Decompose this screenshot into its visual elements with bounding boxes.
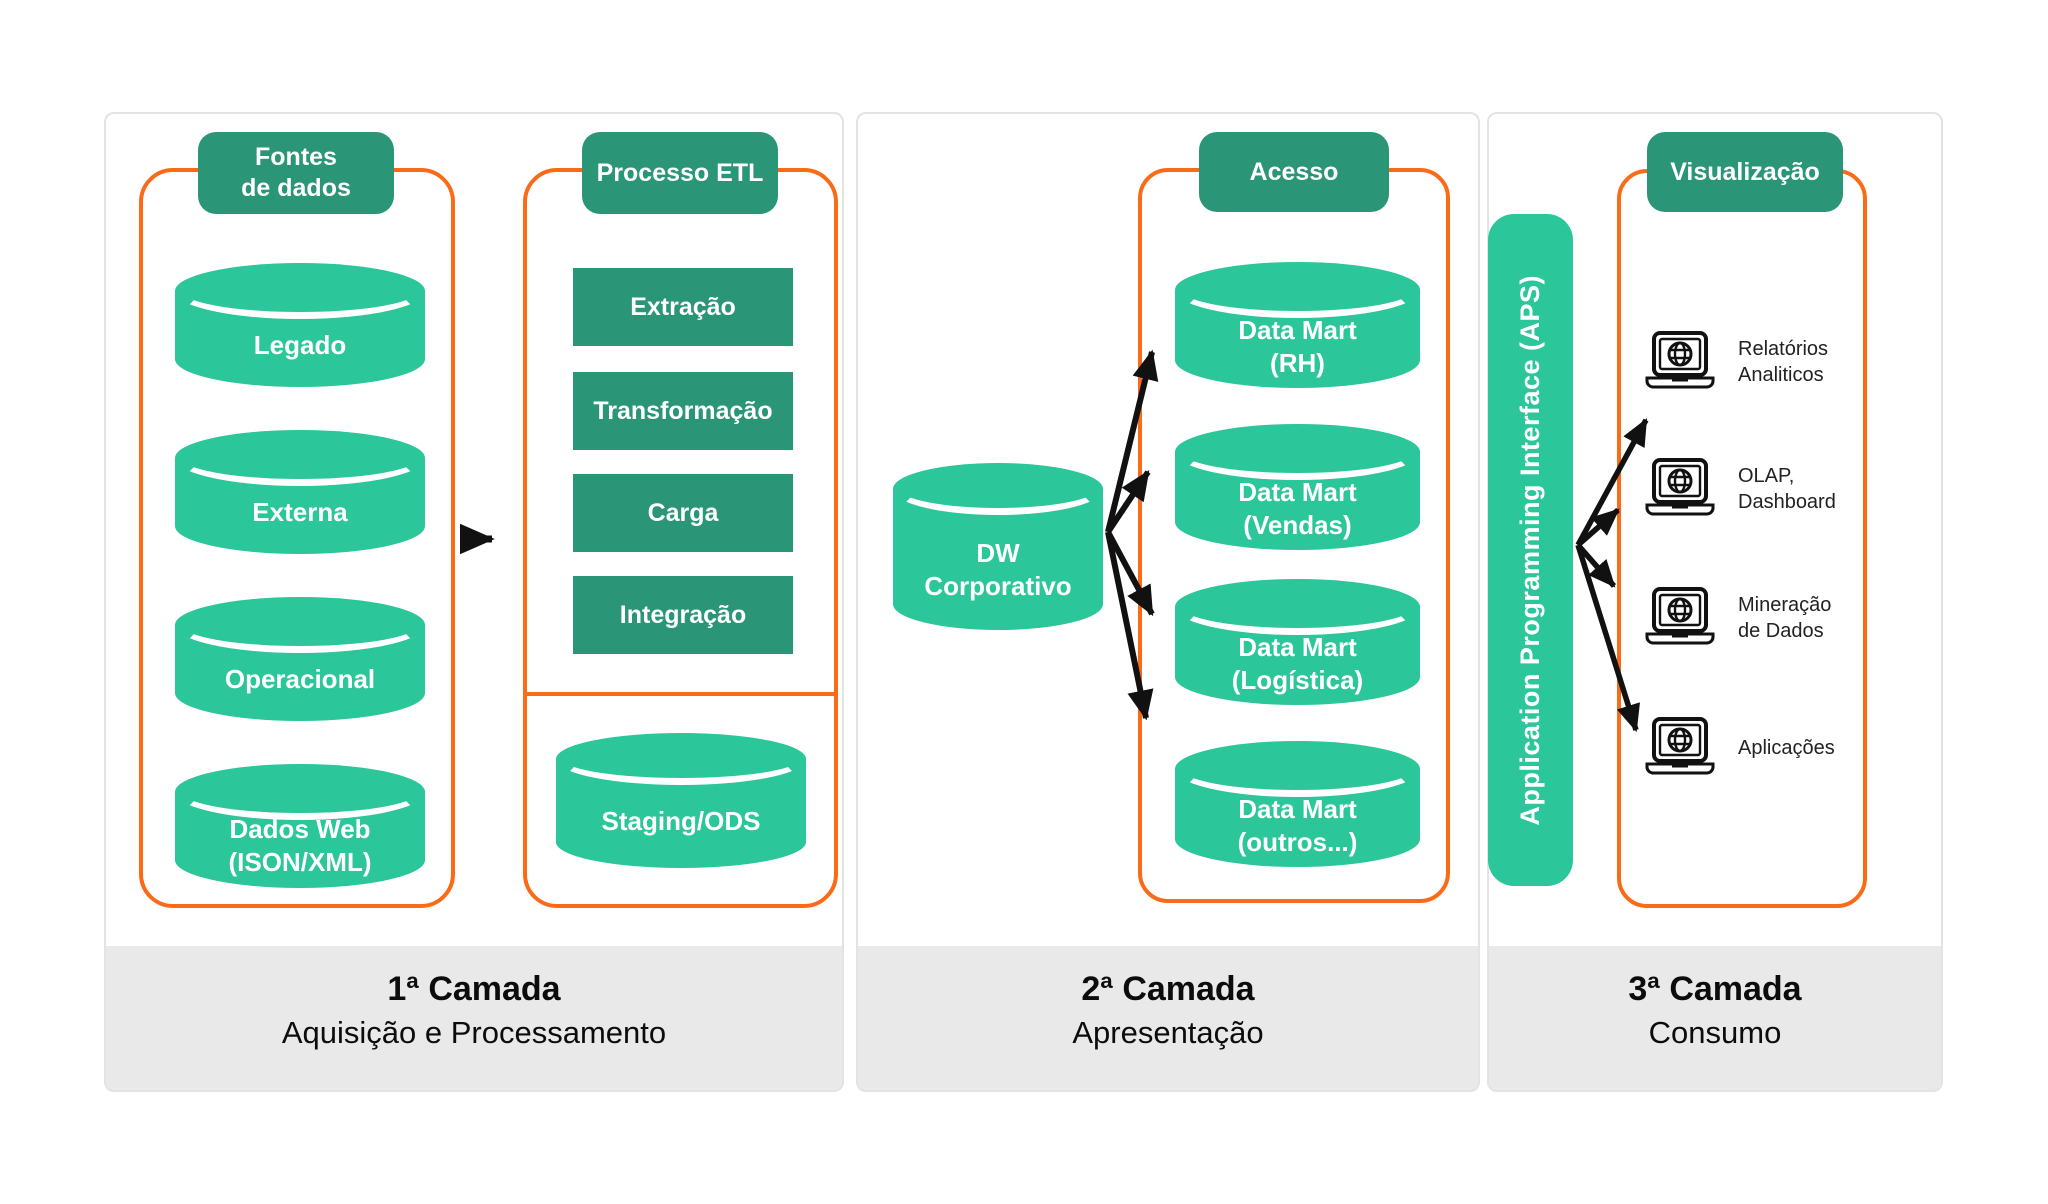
cylinder-label: Operacional <box>224 663 376 694</box>
cylinder-label: Data Mart (Logística) <box>1231 632 1364 695</box>
cylinder-label: Legado <box>253 329 347 360</box>
cylinder-label: Dados Web (ISON/XML) <box>228 814 372 877</box>
etl-staging-divider <box>523 692 838 696</box>
consumer-label-mineracao: Mineração de Dados <box>1738 594 1832 642</box>
etl-step-integracao: Integração <box>573 576 793 654</box>
consumer-label-aplicacoes: Aplicações <box>1738 737 1835 759</box>
cylinder-label: Data Mart (outros...) <box>1237 794 1358 857</box>
cylinder-legado: Legado <box>175 263 425 387</box>
visualization-header-badge: Visualização <box>1647 132 1843 212</box>
cylinder-datamart-outros: Data Mart (outros...) <box>1175 741 1420 867</box>
data-sources-header-badge: Fontes de dados <box>198 132 394 214</box>
cylinder-label: Externa <box>252 496 348 527</box>
cylinder-externa: Externa <box>175 430 425 554</box>
consumer-label-relatorios: Relatórios Analiticos <box>1738 338 1829 386</box>
layer3-subtitle: Consumo <box>1648 1015 1782 1050</box>
access-header-badge: Acesso <box>1199 132 1389 212</box>
etl-step-transformacao: Transformação <box>573 372 793 450</box>
laptop-globe-icon <box>1642 457 1718 521</box>
cylinder-dados-web: Dados Web (ISON/XML) <box>175 764 425 888</box>
layer1-footer: 1ª Camada Aquisição e Processamento <box>106 946 842 1090</box>
cylinder-datamart-rh: Data Mart (RH) <box>1175 262 1420 388</box>
cylinder-staging-ods: Staging/ODS <box>556 733 806 868</box>
consumer-label-olap: OLAP, Dashboard <box>1738 465 1836 513</box>
laptop-globe-icon <box>1642 586 1718 650</box>
cylinder-operacional: Operacional <box>175 597 425 721</box>
api-bar: Application Programming Interface (APS) <box>1488 214 1573 886</box>
layer2-title: 2ª Camada <box>1081 970 1255 1008</box>
layer2-subtitle: Apresentação <box>1072 1015 1264 1050</box>
layer3-title: 3ª Camada <box>1628 970 1802 1008</box>
cylinder-label: Staging/ODS <box>601 806 761 836</box>
cylinder-dw-corporativo: DW Corporativo <box>893 463 1103 630</box>
visualization-container <box>1617 169 1867 908</box>
etl-step-carga: Carga <box>573 474 793 552</box>
etl-step-extracao: Extração <box>573 268 793 346</box>
layer1-title: 1ª Camada <box>387 970 561 1008</box>
etl-header-badge: Processo ETL <box>582 132 778 214</box>
cylinder-datamart-vendas: Data Mart (Vendas) <box>1175 424 1420 550</box>
layer1-subtitle: Aquisição e Processamento <box>281 1015 667 1050</box>
cylinder-datamart-logistica: Data Mart (Logística) <box>1175 579 1420 705</box>
cylinder-label: DW Corporativo <box>924 537 1072 601</box>
layer3-footer: 3ª Camada Consumo <box>1489 946 1941 1090</box>
laptop-globe-icon <box>1642 330 1718 394</box>
layer2-footer: 2ª Camada Apresentação <box>858 946 1478 1090</box>
cylinder-label: Data Mart (Vendas) <box>1238 477 1357 540</box>
laptop-globe-icon <box>1642 716 1718 780</box>
api-bar-label: Application Programming Interface (APS) <box>1515 274 1545 826</box>
cylinder-label: Data Mart (RH) <box>1238 315 1357 378</box>
